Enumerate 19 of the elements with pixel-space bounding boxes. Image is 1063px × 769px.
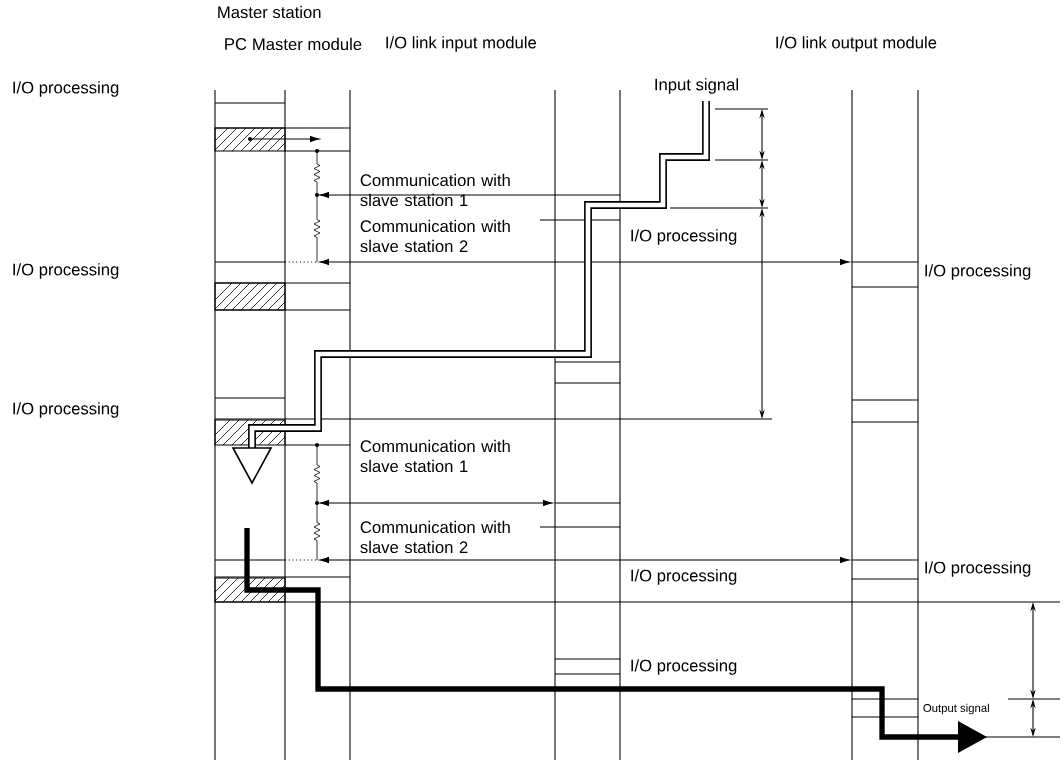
step-label: I/O processing	[925, 561, 1031, 577]
step-label: Communication with slave station 1	[360, 173, 510, 207]
step-label: I/O processing	[631, 569, 737, 585]
column-heading: PC	[225, 38, 247, 50]
step-label: I/O processing	[631, 229, 737, 245]
step-label: I/O processing	[925, 264, 1031, 280]
step-label: Communication with slave station 1	[360, 439, 510, 473]
step-label: Communication with slave station 2	[360, 219, 510, 253]
row-label: I/O processing	[13, 81, 119, 97]
step-label: I/O processing	[631, 659, 737, 675]
row-label: I/O processing	[13, 402, 119, 418]
signal-label: Output signal	[923, 703, 989, 715]
row-label: I/O processing	[13, 263, 119, 279]
column-heading: I/O link input module	[386, 36, 537, 52]
signal-label: Input signal	[655, 78, 738, 94]
step-label: Communication with slave station 2	[360, 520, 510, 554]
column-heading: I/O link output module	[776, 36, 937, 52]
column-heading: Master module	[253, 37, 362, 51]
column-heading: Master station	[218, 5, 321, 19]
